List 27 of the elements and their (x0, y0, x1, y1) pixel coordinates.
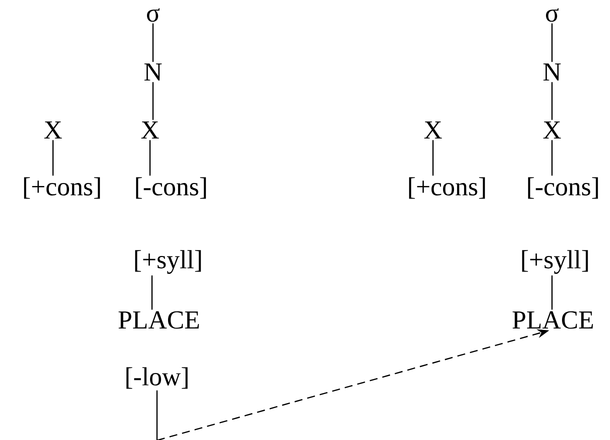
connector-line (432, 140, 434, 176)
feature-label: N (543, 63, 561, 81)
connector-line (152, 23, 154, 62)
connector-line (551, 140, 553, 176)
feature-label: PLACE (118, 311, 199, 329)
feature-label: [+cons] (409, 177, 485, 199)
connector-line (151, 275, 153, 310)
feature-label: X (141, 121, 159, 139)
connector-line (52, 140, 54, 176)
connector-line (152, 82, 154, 120)
connector-line (551, 23, 553, 62)
feature-label: [-low] (126, 367, 188, 389)
feature-label: [+syll] (135, 250, 201, 274)
connector-line (149, 140, 151, 176)
feature-label: PLACE (512, 311, 593, 329)
feature-label: X (424, 121, 442, 139)
feature-label: X (543, 121, 561, 139)
feature-label: X (44, 121, 62, 139)
feature-label: N (144, 63, 162, 81)
feature-label: [+cons] (24, 177, 100, 199)
feature-label: σ (146, 8, 160, 22)
connector-line (551, 82, 553, 120)
feature-label: σ (546, 8, 559, 22)
feature-label: [+syll] (522, 250, 588, 274)
connector-line (551, 275, 553, 310)
feature-label: [-cons] (528, 177, 598, 199)
feature-label: [-cons] (136, 177, 206, 199)
